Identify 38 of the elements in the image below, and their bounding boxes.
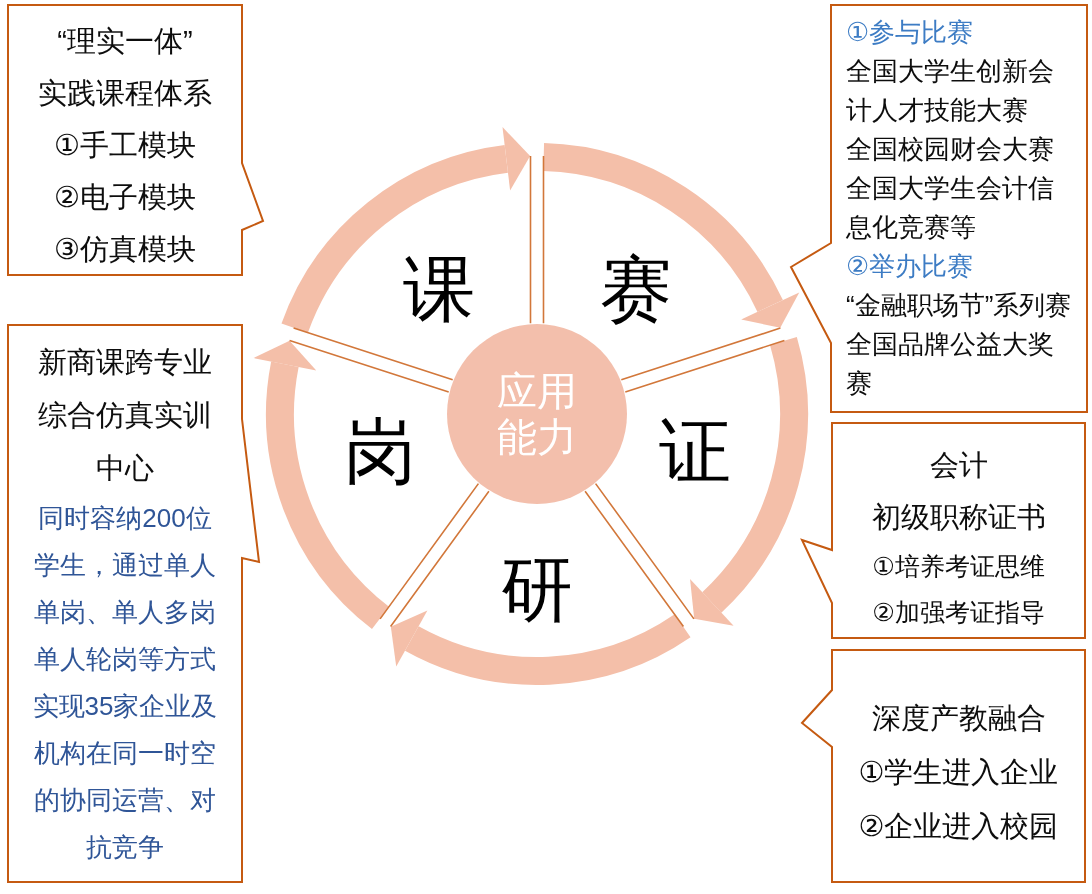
- section-heading: ②举办比赛: [846, 250, 974, 283]
- callout-heading: “理实一体”: [57, 24, 193, 59]
- list-item: 全国大学生创新会计人才技能大赛: [846, 55, 1055, 127]
- sector-label: 赛: [600, 253, 672, 325]
- sector-label: 研: [501, 553, 573, 625]
- section-heading: ①参与比赛: [846, 16, 974, 49]
- callout-box: [7, 324, 260, 883]
- callout-box: [7, 4, 264, 276]
- pie-sector: [287, 338, 481, 621]
- list-item: ②企业进入校园: [858, 809, 1059, 844]
- cycle-arrow: [281, 127, 530, 334]
- list-item: ①学生进入企业: [858, 755, 1059, 790]
- callout-box: [801, 422, 1086, 639]
- cycle-arrow: [390, 609, 690, 685]
- list-item: ①手工模块: [54, 128, 196, 163]
- list-item: ③仿真模块: [54, 232, 196, 267]
- sector-label: 课: [403, 253, 475, 325]
- description-text: 同时容纳200位学生，通过单人单岗、单人多岗单人轮岗等方式实现35家企业及机构在同一时空的协同运营、对抗竞争: [31, 502, 219, 864]
- callout-box: [801, 649, 1086, 883]
- sector-label: 证: [659, 415, 731, 487]
- center-label: 应用能力: [496, 368, 578, 460]
- list-item: “金融职场节”系列赛: [846, 289, 1072, 322]
- callout-box: [790, 4, 1088, 413]
- list-item: 全国品牌公益大奖赛: [846, 328, 1055, 400]
- callout-heading: 初级职称证书: [871, 500, 1046, 535]
- list-item: ②电子模块: [54, 180, 196, 215]
- list-item: ①培养考证思维: [872, 551, 1045, 582]
- list-item: 全国校园财会大赛: [846, 133, 1054, 166]
- callout-heading: 会计: [929, 448, 988, 483]
- callout-heading: 新商课跨专业综合仿真实训中心: [37, 345, 213, 486]
- list-item: ②加强考证指导: [872, 597, 1045, 628]
- list-item: 全国大学生会计信息化竞赛等: [846, 172, 1055, 244]
- cycle-arrow: [542, 143, 799, 328]
- callout-heading: 实践课程体系: [38, 76, 212, 111]
- sector-label: 岗: [344, 415, 416, 487]
- callout-heading: 深度产教融合: [871, 701, 1046, 736]
- cycle-arrow: [253, 340, 390, 629]
- pie-sector: [593, 338, 787, 621]
